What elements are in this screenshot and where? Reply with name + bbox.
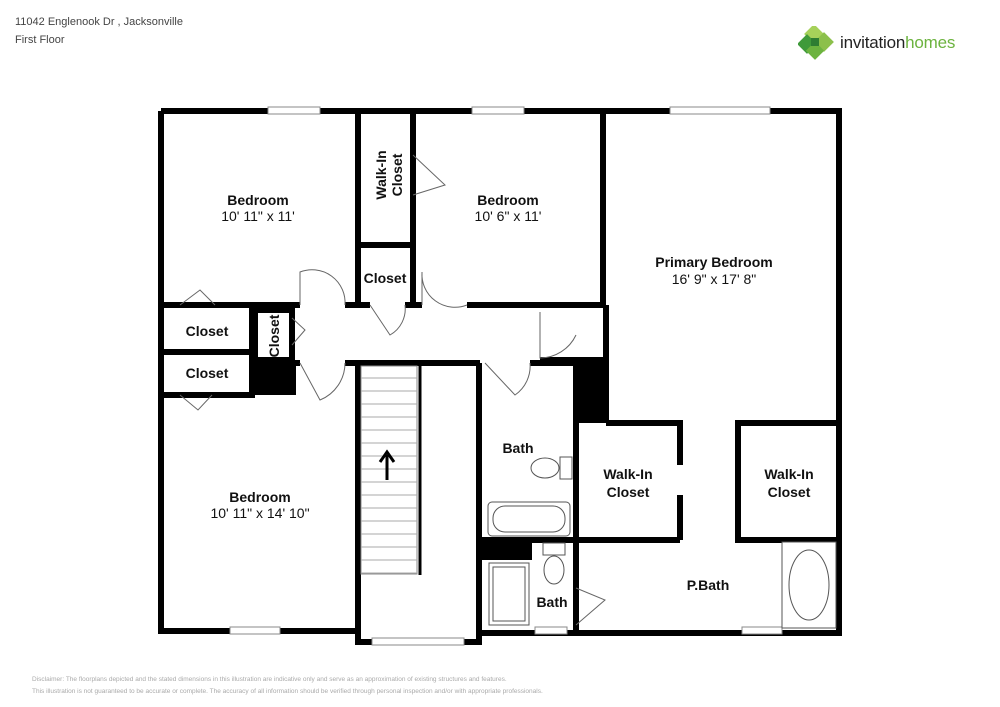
room-name: Closet: [768, 484, 811, 500]
solid-blocks: [252, 360, 606, 560]
logo-text-a: invitation: [840, 33, 906, 52]
logo-text-b: homes: [905, 33, 956, 52]
room-name: Closet: [186, 365, 229, 381]
room-name: Closet: [364, 270, 407, 286]
room-name: Closet: [186, 323, 229, 339]
windows: [229, 106, 783, 646]
room-name: Bedroom: [229, 489, 290, 505]
room-dims: 10' 6" x 11': [475, 208, 542, 224]
logo-mark-icon: [798, 26, 834, 60]
stairs: [360, 365, 422, 575]
fixtures: [487, 456, 837, 629]
room-dims: 10' 11" x 14' 10": [210, 505, 309, 521]
toilet: [543, 555, 565, 585]
room-name: Bath: [536, 594, 567, 610]
doors: [179, 154, 606, 626]
room-name: Bath: [502, 440, 533, 456]
disclaimer-line-1: Disclaimer: The floorplans depicted and …: [32, 676, 507, 683]
room-name: P.Bath: [687, 577, 730, 593]
room-name: Closet: [266, 314, 282, 357]
address: 11042 Englenook Dr , Jacksonville: [15, 16, 183, 28]
room-name: Primary Bedroom: [655, 254, 772, 270]
room-name: Bedroom: [227, 192, 288, 208]
toilet: [530, 457, 560, 479]
room-name: Bedroom: [477, 192, 538, 208]
stair-arrow-icon: [378, 449, 396, 480]
room-dims: 10' 11" x 11': [221, 208, 295, 224]
room-name: Closet: [607, 484, 650, 500]
logo: invitationhomes: [798, 26, 955, 60]
room-name: Walk-In: [764, 466, 813, 482]
room-name: Walk-In: [373, 150, 389, 199]
room-name: Walk-In: [603, 466, 652, 482]
disclaimer-line-2: This illustration is not guaranteed to b…: [32, 688, 543, 695]
floor-label: First Floor: [15, 34, 65, 46]
room-dims: 16' 9" x 17' 8": [672, 271, 757, 287]
room-name: Closet: [389, 153, 405, 196]
